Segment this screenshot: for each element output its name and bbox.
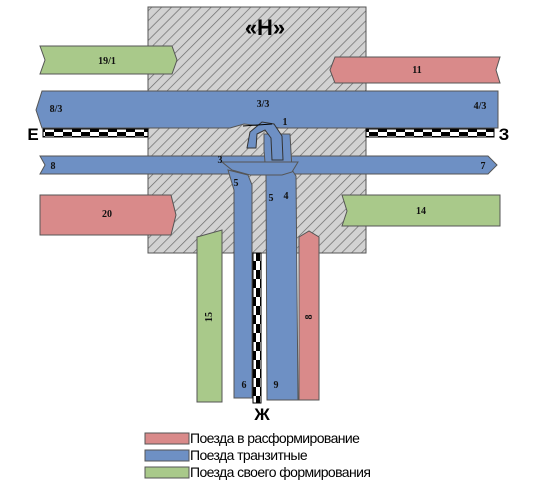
legend: Поезда в расформирование Поезда транзитн…	[144, 430, 371, 480]
label-11: 11	[412, 65, 421, 76]
legend-label-reform: Поезда в расформирование	[190, 430, 360, 446]
flow-bar-19-1	[39, 45, 178, 75]
flow-bar-20	[39, 194, 177, 236]
label-6: 6	[242, 380, 247, 391]
transit-bar-9	[263, 133, 299, 401]
label-7: 7	[481, 161, 486, 172]
label-4-3: 4/3	[474, 101, 487, 112]
legend-swatch-reform	[144, 432, 190, 445]
label-20: 20	[102, 209, 112, 220]
direction-west-label: Е	[27, 125, 38, 144]
transit-loop-1	[246, 121, 284, 161]
label-5-right: 5	[269, 193, 274, 204]
transit-bar-6	[227, 169, 253, 399]
label-8-3: 8/3	[50, 104, 63, 115]
label-8: 8	[51, 161, 56, 172]
hub-title: «Н»	[245, 15, 285, 40]
flow-bar-8-south	[298, 230, 320, 401]
railway-line-east	[365, 128, 495, 138]
direction-east-label: З	[499, 125, 510, 144]
label-3-3: 3/3	[257, 99, 270, 110]
merge-marker-1	[242, 123, 273, 127]
direction-south-label: Ж	[253, 405, 270, 424]
label-3: 3	[218, 155, 223, 166]
label-4: 4	[284, 191, 289, 202]
legend-swatch-transit	[144, 449, 190, 462]
label-15: 15	[204, 312, 215, 322]
label-9: 9	[274, 380, 279, 391]
railway-line-west	[42, 128, 149, 138]
label-19-1: 19/1	[98, 56, 116, 67]
transit-bar-main	[35, 90, 499, 129]
legend-label-own: Поезда своего формирования	[190, 464, 370, 480]
label-8-south: 8	[304, 315, 315, 320]
legend-swatch-own	[144, 466, 190, 479]
railway-line-south	[252, 252, 262, 404]
label-5-left: 5	[234, 178, 239, 189]
flow-bar-15	[196, 229, 223, 403]
legend-label-transit: Поезда транзитные	[190, 447, 308, 463]
flow-bar-11	[329, 56, 501, 84]
flow-bar-14	[341, 194, 501, 227]
label-1: 1	[283, 117, 288, 128]
label-14: 14	[416, 206, 426, 217]
transit-ramp-3	[220, 161, 299, 176]
